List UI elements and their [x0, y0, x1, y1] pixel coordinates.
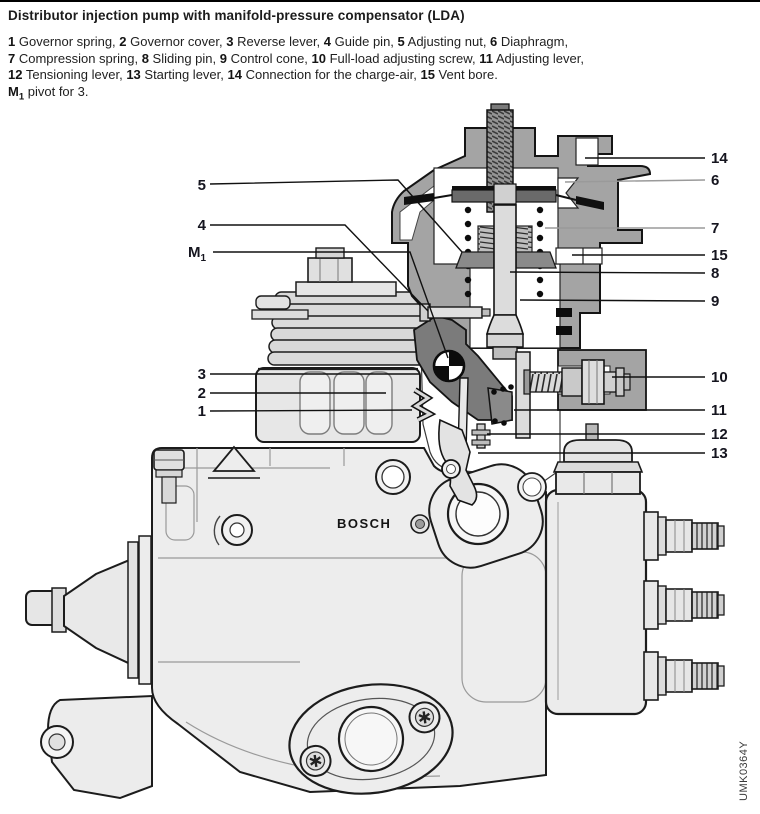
legend-item: 3 Reverse lever,: [226, 34, 324, 49]
callout-6: 6: [711, 172, 719, 189]
callout-12: 12: [711, 426, 728, 443]
callout-2: 2: [198, 385, 206, 402]
callout-m1: M1: [188, 244, 207, 264]
callout-5: 5: [198, 177, 206, 194]
legend-item: 14 Connection for the charge-air,: [227, 67, 421, 82]
leader-1: [209, 409, 413, 412]
legend-item: 8 Sliding pin,: [141, 50, 220, 66]
callout-3: 3: [198, 366, 206, 383]
top-bolt: [153, 449, 185, 504]
charge-air-channel: [575, 137, 599, 166]
seal-ring: [556, 326, 572, 335]
adjusting-lever: [487, 384, 514, 426]
seal-ring: [556, 308, 572, 317]
legend-item: 1 Governor spring,: [8, 34, 120, 49]
mounting-lug: [40, 694, 153, 800]
figure-legend: 1 Governor spring, 2 Governor cover, 3 R…: [8, 34, 750, 106]
fitting: [643, 511, 725, 561]
pivot-m1: [432, 349, 466, 383]
lever-pin: [471, 423, 491, 449]
flange-port: [337, 705, 405, 773]
legend-item-m1: M1 pivot for 3.: [8, 83, 89, 103]
callout-13: 13: [711, 445, 728, 462]
callout-7: 7: [711, 220, 719, 237]
eye-ring: [213, 514, 253, 546]
top-rule: [0, 0, 760, 2]
legend-item: 6 Diaphragm,: [490, 34, 569, 49]
lever-group: [410, 377, 491, 506]
leader-9: [519, 299, 706, 302]
reverse-lever: [413, 315, 513, 421]
legend-item: 9 Control cone,: [219, 50, 312, 66]
distributor-head: [544, 423, 725, 716]
solenoid: [552, 423, 644, 495]
torx-screw: [408, 701, 441, 734]
callout-15: 15: [711, 247, 728, 264]
callout-4: 4: [198, 217, 207, 234]
callout-11: 11: [711, 402, 727, 419]
triangle-marker: [208, 445, 260, 479]
control-cone: [485, 314, 525, 335]
diaphragm: [404, 183, 604, 210]
adjusting-nut-sleeve: [455, 225, 557, 269]
leader-lines: [209, 157, 706, 454]
legend-item: 7 Compression spring,: [8, 50, 142, 66]
figure-title: Distributor injection pump with manifold…: [8, 8, 465, 23]
callout-8: 8: [711, 265, 719, 282]
legend-item: 15 Vent bore.: [420, 67, 498, 82]
callout-14: 14: [711, 150, 728, 167]
drive-shaft: [25, 535, 152, 685]
lda-compensator: [391, 103, 652, 439]
compression-spring-dots: [464, 206, 544, 298]
legend-item: 12 Tensioning lever,: [8, 67, 127, 82]
leader-5: [209, 179, 463, 253]
legend-item: 5 Adjusting nut,: [397, 34, 491, 49]
leader-4: [210, 224, 429, 312]
legend-item: 10 Full-load adjusting screw,: [311, 50, 480, 66]
full-load-screw: [515, 349, 647, 439]
leader-6: [564, 179, 706, 183]
vent-bore: [555, 247, 603, 265]
fitting: [643, 651, 725, 701]
governor-cover: [255, 367, 421, 443]
legend-item: 13 Starting lever,: [126, 67, 228, 82]
bosch-label: BOSCH: [337, 516, 391, 531]
legend-item: 2 Governor cover,: [119, 34, 227, 49]
figure-header: Distributor injection pump with manifold…: [0, 0, 760, 106]
leader-8: [509, 271, 706, 274]
callout-9: 9: [711, 293, 719, 310]
legend-item: 11 Adjusting lever,: [479, 50, 584, 66]
legend-item: 4 Guide pin,: [323, 34, 398, 49]
sliding-pin: [485, 204, 525, 360]
guide-pin: [419, 303, 491, 322]
fitting: [643, 580, 725, 630]
callout-labels: 5 4 M1 3 2 1 14 6 7 15 8 9 10 11 12 13: [188, 150, 728, 462]
spring-retainer-hardware: [251, 247, 397, 320]
callout-1: 1: [198, 403, 206, 420]
torx-screw: [299, 744, 332, 777]
leader-m1: [213, 251, 449, 359]
callout-10: 10: [711, 369, 728, 386]
bottom-flange: [288, 683, 454, 795]
figure-code: UMK0364Y: [738, 741, 750, 801]
delivery-valve-fittings: [643, 511, 725, 701]
